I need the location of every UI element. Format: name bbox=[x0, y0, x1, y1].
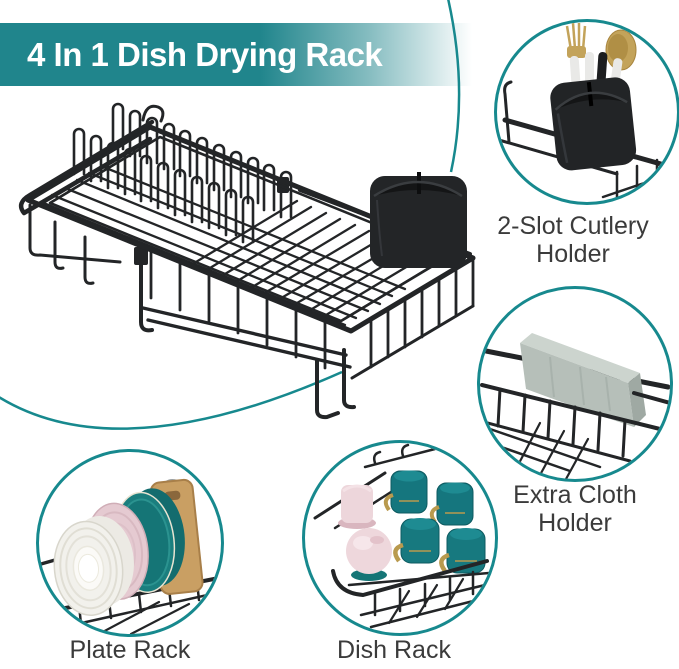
cloth bbox=[520, 333, 646, 427]
title-banner: 4 In 1 Dish Drying Rack bbox=[0, 23, 472, 86]
plate-rack-label: Plate Rack bbox=[69, 636, 191, 664]
cutlery-holder-label: 2-Slot Cutlery Holder bbox=[497, 212, 649, 268]
plate-rack-photo bbox=[36, 449, 224, 637]
cloth-holder-photo bbox=[477, 286, 673, 482]
cutlery-cup bbox=[370, 172, 467, 268]
dish-rack-photo bbox=[302, 440, 498, 636]
page-title: 4 In 1 Dish Drying Rack bbox=[27, 35, 383, 73]
dish-rack-label: Dish Rack bbox=[337, 636, 451, 664]
mugs bbox=[383, 470, 486, 574]
cloth-holder-label: Extra Cloth Holder bbox=[513, 481, 637, 537]
cutlery-holder-photo bbox=[494, 19, 679, 205]
